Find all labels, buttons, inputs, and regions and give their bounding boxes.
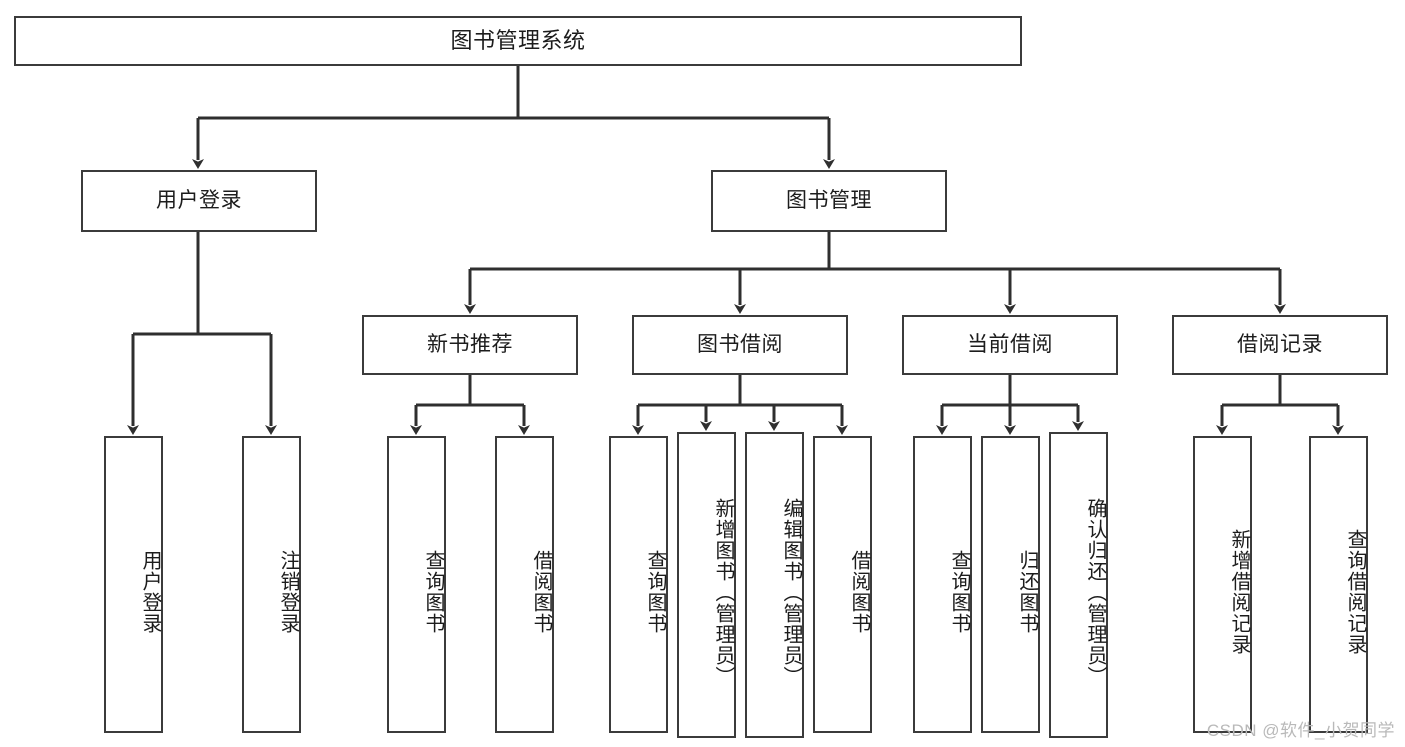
node-borrow-record[interactable]: 借阅记录 [1172, 315, 1388, 375]
node-current-borrow[interactable]: 当前借阅 [902, 315, 1118, 375]
node-root-book-management-system[interactable]: 图书管理系统 [14, 16, 1022, 66]
node-label: 注销登录 [277, 549, 299, 634]
node-label: 借阅图书 [848, 549, 870, 634]
node-label: 当前借阅 [967, 333, 1053, 357]
node-label: 图书管理 [786, 189, 872, 213]
node-book-borrow[interactable]: 图书借阅 [632, 315, 848, 375]
node-user-login[interactable]: 用户登录 [81, 170, 317, 232]
node-label: 查询图书 [422, 549, 444, 634]
leaf-book-borrow-add-book-admin[interactable]: 新增图书（管理员） [677, 432, 736, 738]
node-label: 新书推荐 [427, 333, 513, 357]
leaf-user-login-logout[interactable]: 注销登录 [242, 436, 301, 733]
node-label: 查询图书 [948, 549, 970, 634]
node-label: 新增图书（管理员） [712, 497, 734, 687]
node-label: 编辑图书（管理员） [780, 497, 802, 687]
node-book-management[interactable]: 图书管理 [711, 170, 947, 232]
node-label: 用户登录 [139, 549, 161, 634]
leaf-user-login-login[interactable]: 用户登录 [104, 436, 163, 733]
node-label: 查询图书 [644, 549, 666, 634]
leaf-borrow-record-add-record[interactable]: 新增借阅记录 [1193, 436, 1252, 733]
leaf-book-borrow-edit-book-admin[interactable]: 编辑图书（管理员） [745, 432, 804, 738]
csdn-watermark: CSDN @软件_小贺同学 [1206, 721, 1395, 740]
leaf-current-borrow-query-book[interactable]: 查询图书 [913, 436, 972, 733]
leaf-new-book-borrow-book[interactable]: 借阅图书 [495, 436, 554, 733]
node-label: 图书管理系统 [450, 27, 586, 53]
node-label: 归还图书 [1016, 549, 1038, 634]
node-label: 用户登录 [156, 189, 242, 213]
node-label: 确认归还（管理员） [1084, 497, 1106, 687]
leaf-current-borrow-return-book[interactable]: 归还图书 [981, 436, 1040, 733]
node-label: 新增借阅记录 [1228, 528, 1250, 655]
node-label: 借阅记录 [1237, 333, 1323, 357]
leaf-book-borrow-query-book[interactable]: 查询图书 [609, 436, 668, 733]
leaf-current-borrow-confirm-return-admin[interactable]: 确认归还（管理员） [1049, 432, 1108, 738]
node-label: 图书借阅 [697, 333, 783, 357]
leaf-book-borrow-borrow-book[interactable]: 借阅图书 [813, 436, 872, 733]
leaf-borrow-record-query-record[interactable]: 查询借阅记录 [1309, 436, 1368, 733]
leaf-new-book-query-book[interactable]: 查询图书 [387, 436, 446, 733]
node-label: 查询借阅记录 [1344, 528, 1366, 655]
node-label: 借阅图书 [530, 549, 552, 634]
node-new-book-recommend[interactable]: 新书推荐 [362, 315, 578, 375]
